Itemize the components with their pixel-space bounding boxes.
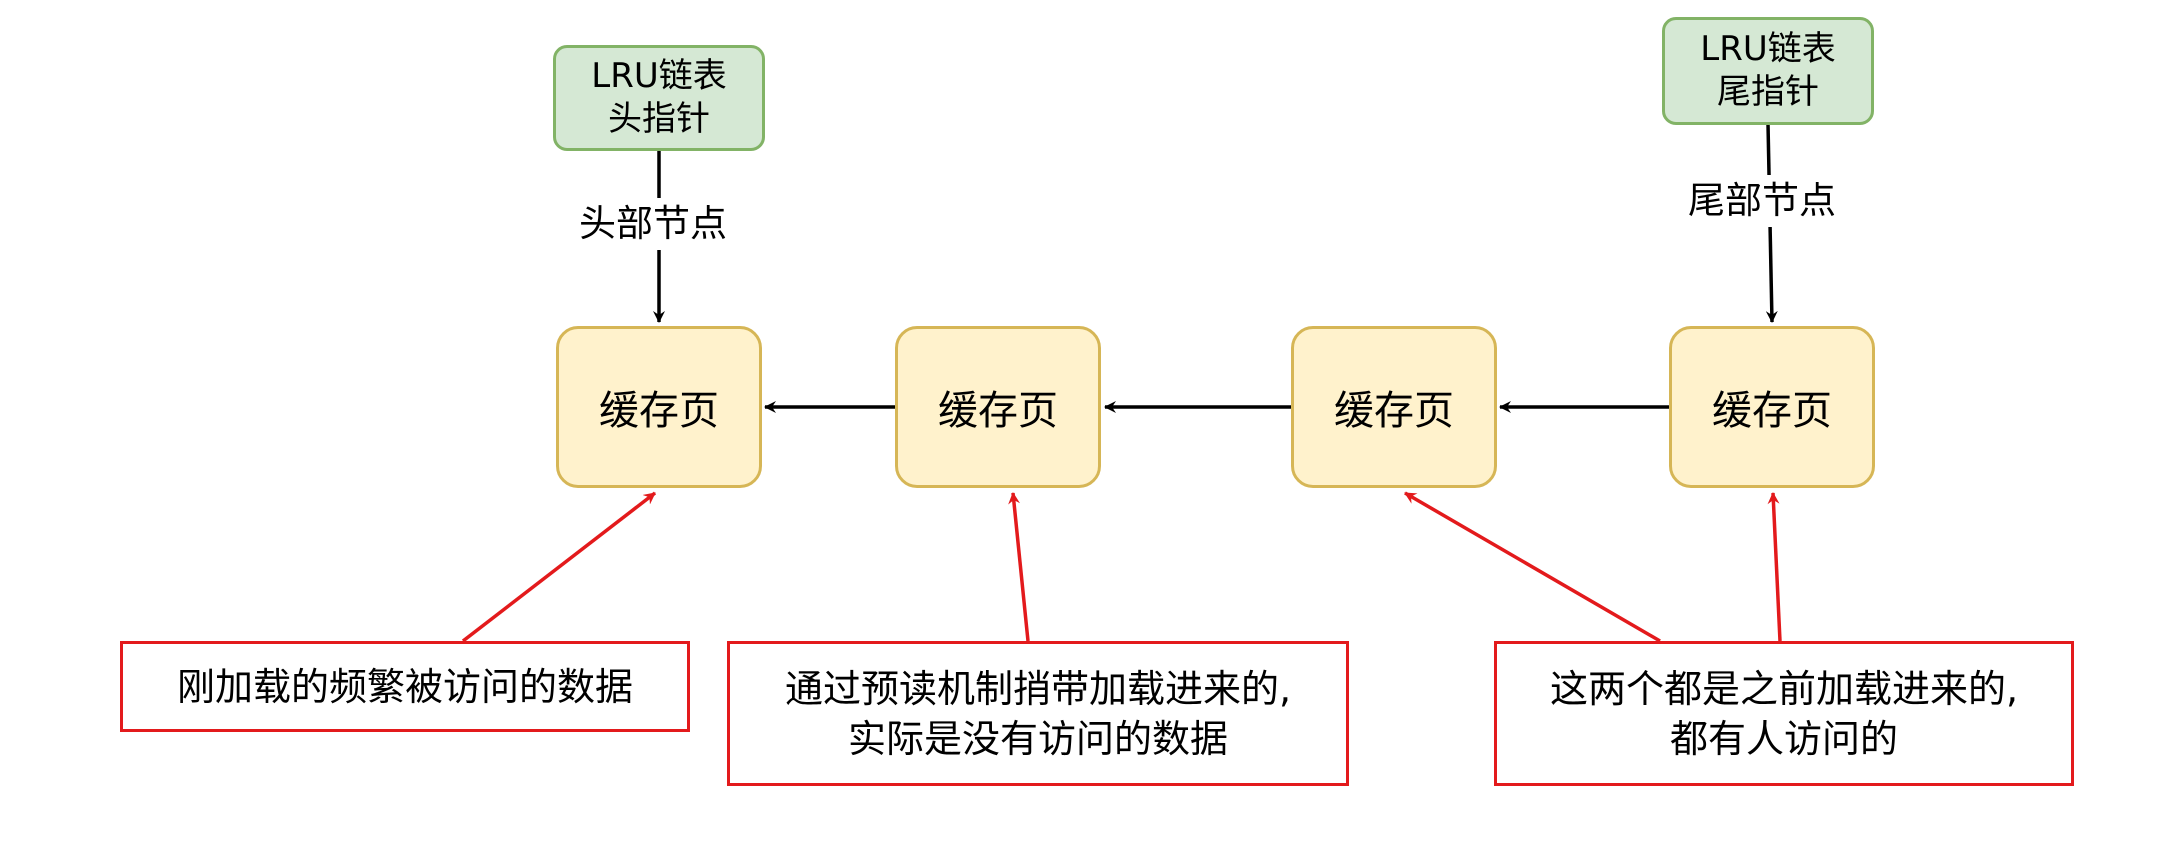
head-pointer-line-1: LRU链表	[591, 56, 727, 96]
cache-page-3: 缓存页	[1291, 326, 1497, 488]
cache-page-4: 缓存页	[1669, 326, 1875, 488]
lru-head-pointer: LRU链表 头指针	[553, 45, 765, 151]
head-node-label: 头部节点	[575, 198, 731, 250]
cache-page-2: 缓存页	[895, 326, 1101, 488]
note-2-arrow	[1008, 492, 1030, 642]
note-1-arrow	[461, 491, 657, 643]
tail-node-label: 尾部节点	[1684, 175, 1840, 227]
tail-pointer-line-1: LRU链表	[1700, 29, 1836, 69]
note-frequently-accessed: 刚加载的频繁被访问的数据	[120, 641, 690, 732]
tail-pointer-line-2: 尾指针	[1717, 72, 1819, 112]
note-1-line-1: 刚加载的频繁被访问的数据	[176, 664, 633, 709]
note-3-line-1: 这两个都是之前加载进来的,	[1549, 666, 2019, 711]
cache-page-1: 缓存页	[556, 326, 762, 488]
note-3-line-2: 都有人访问的	[1669, 716, 1898, 761]
head-pointer-line-2: 头指针	[608, 99, 710, 139]
note-2-line-2: 实际是没有访问的数据	[847, 716, 1228, 761]
lru-tail-pointer: LRU链表 尾指针	[1662, 17, 1874, 125]
note-2-line-1: 通过预读机制捎带加载进来的,	[784, 666, 1292, 711]
note-prefetched-unaccessed: 通过预读机制捎带加载进来的, 实际是没有访问的数据	[727, 641, 1349, 786]
note-3-arrow-b	[1767, 492, 1782, 642]
note-3-arrow	[1404, 491, 1661, 643]
note-previously-loaded: 这两个都是之前加载进来的, 都有人访问的	[1494, 641, 2074, 786]
